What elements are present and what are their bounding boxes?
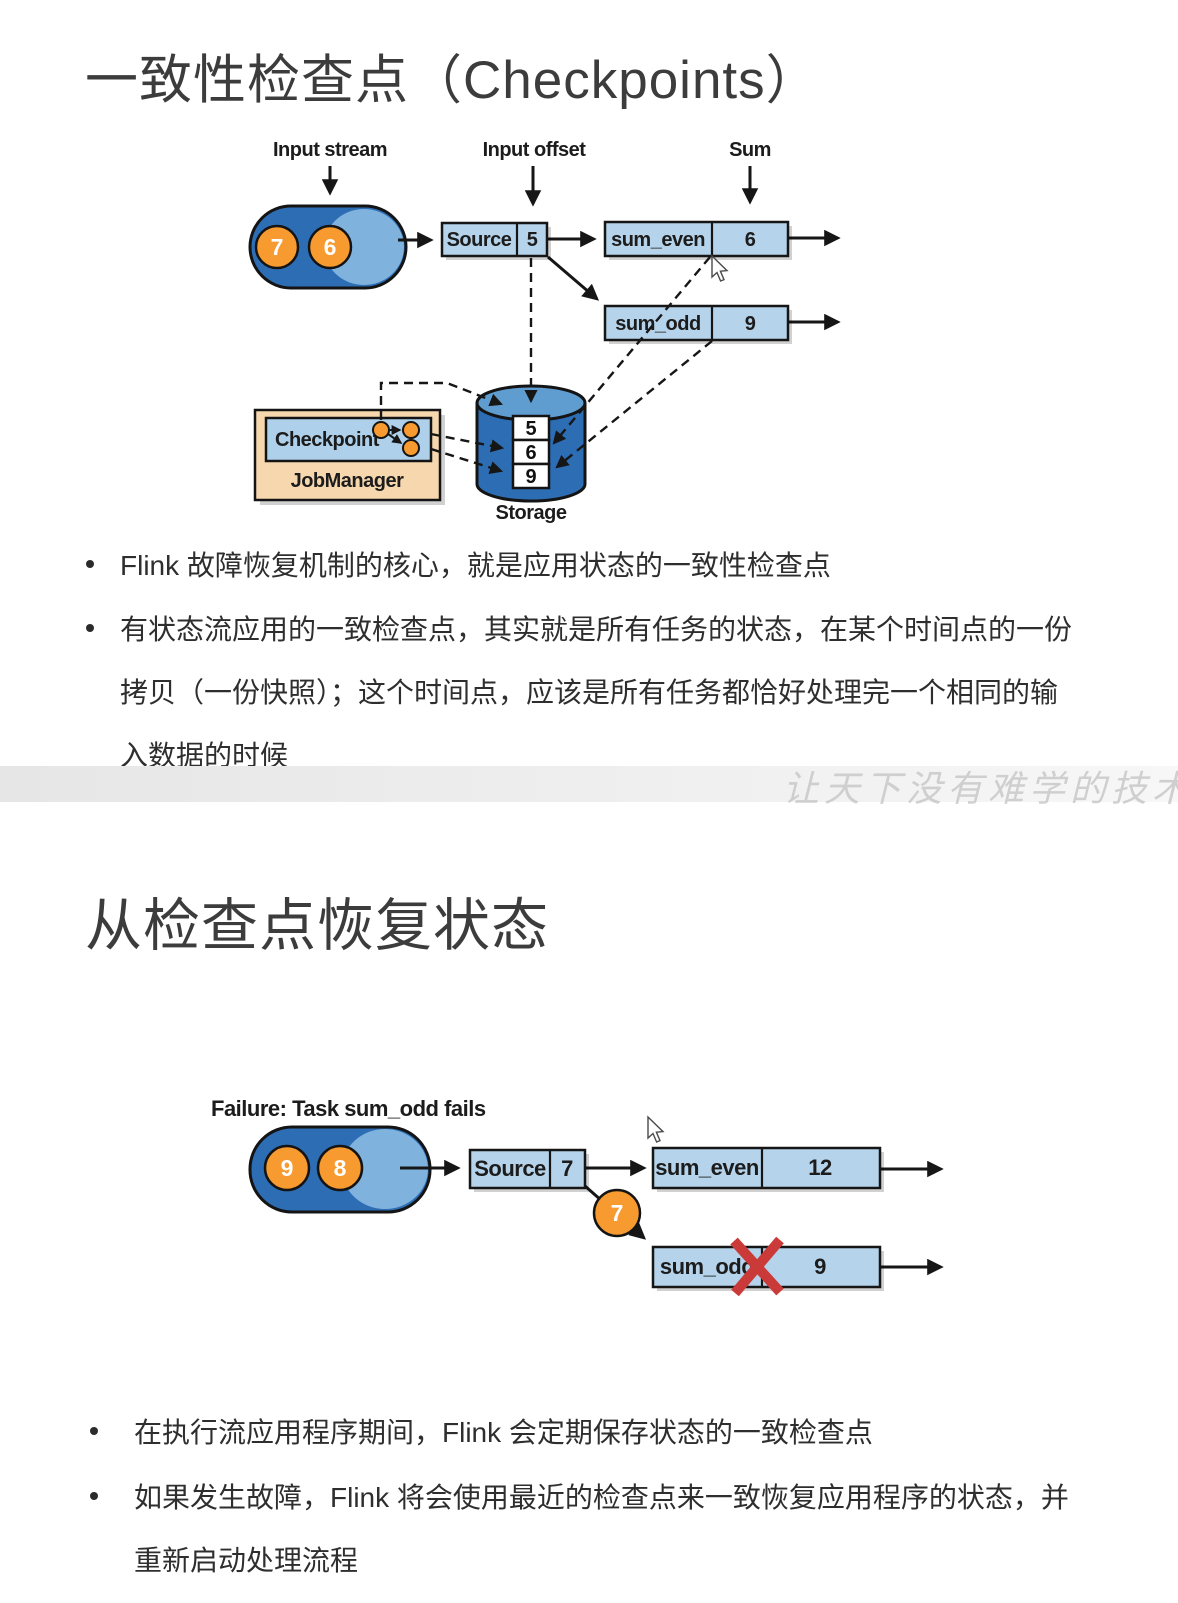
bullet-dot [86, 560, 94, 568]
cylinder-cap [342, 1129, 428, 1209]
svg-text:sum_odd: sum_odd [660, 1254, 754, 1279]
svg-text:7: 7 [611, 1200, 624, 1226]
bullet-line: 拷贝（一份快照）；这个时间点，应该是所有任务都恰好处理完一个相同的输 [120, 677, 1059, 708]
svg-text:6: 6 [525, 442, 536, 464]
stream-record-8 [316, 1144, 364, 1192]
input-offset-label: Input offset [483, 139, 587, 161]
bullet-dot [90, 1427, 98, 1435]
checkpoint-diagram: Input stream Input offset Sum 7 6 [248, 139, 841, 524]
svg-text:9: 9 [814, 1254, 826, 1279]
svg-text:sum_even: sum_even [655, 1155, 759, 1180]
source-task-box: Source 5 [440, 221, 551, 260]
svg-text:6: 6 [745, 229, 756, 251]
stream-record-9 [263, 1144, 311, 1192]
sum-label: Sum [729, 139, 771, 161]
failure-x-mark [730, 1236, 784, 1297]
bullet-dot [86, 624, 94, 632]
input-stream-label: Input stream [273, 139, 387, 161]
svg-text:12: 12 [808, 1155, 832, 1180]
annotation-arrows [321, 166, 759, 207]
bullet-line: 重新启动处理流程 [134, 1545, 359, 1576]
slide2-title: 从检查点恢复状态 [85, 894, 549, 958]
svg-text:9: 9 [525, 466, 536, 488]
checkpoint-label: Checkpoint [275, 429, 380, 451]
recovery-diagram: Failure: Task sum_odd fails 9 8 Source 7 [211, 1096, 944, 1297]
stream-record-7 [254, 224, 300, 270]
svg-text:Source: Source [447, 229, 512, 251]
storage-cells: 5 6 9 [511, 414, 551, 490]
storage-label: Storage [496, 502, 567, 524]
sum-even-task-box: sum_even 6 [603, 220, 792, 260]
svg-text:7: 7 [561, 1156, 573, 1181]
slide1-title: 一致性检查点（Checkpoints） [85, 51, 820, 110]
svg-text:sum_even: sum_even [611, 229, 705, 251]
svg-text:Source: Source [474, 1156, 546, 1181]
jobmanager-label: JobManager [291, 470, 405, 492]
source-task-box-2: Source 7 [468, 1148, 589, 1192]
mouse-cursor [647, 1115, 665, 1143]
checkpoint-dag [372, 421, 420, 457]
inflight-record: 7 [592, 1188, 642, 1238]
svg-text:sum_odd: sum_odd [615, 313, 700, 335]
bullet-line: 在执行流应用程序期间，Flink 会定期保存状态的一致检查点 [134, 1417, 873, 1448]
bullet-dot [90, 1492, 98, 1500]
svg-text:9: 9 [745, 313, 756, 335]
svg-text:5: 5 [525, 418, 536, 440]
svg-text:7: 7 [271, 234, 284, 260]
bullet-line: 如果发生故障，Flink 将会使用最近的检查点来一致恢复应用程序的状态，并 [134, 1482, 1069, 1513]
flow-arrows [398, 229, 841, 331]
bullet-line: 入数据的时候 [120, 740, 289, 771]
bullet-line: 有状态流应用的一致检查点，其实就是所有任务的状态，在某个时间点的一份 [120, 614, 1073, 645]
jobmanager-box: Checkpoint JobManager [253, 408, 445, 505]
slide-edge-band [0, 766, 1178, 802]
sum-even-task-box-2: sum_even 12 [651, 1146, 884, 1192]
sum-odd-task-box-2: sum_odd 9 [651, 1236, 884, 1297]
mouse-cursor [711, 254, 729, 282]
storage-cylinder: 5 6 9 Storage [475, 384, 587, 524]
stream-record-6 [307, 224, 353, 270]
cylinder-cap [324, 209, 404, 285]
svg-text:6: 6 [324, 234, 337, 260]
sum-odd-task-box: sum_odd 9 [603, 304, 792, 344]
checkpoint-dashed-links [379, 256, 713, 474]
bullet-line: Flink 故障恢复机制的核心，就是应用状态的一致性检查点 [120, 550, 831, 581]
failure-label: Failure: Task sum_odd fails [211, 1096, 486, 1121]
svg-text:5: 5 [527, 229, 538, 251]
svg-text:8: 8 [334, 1155, 347, 1181]
svg-text:9: 9 [281, 1155, 294, 1181]
input-stream-cylinder: 7 6 [248, 204, 408, 290]
watermark: 让天下没有难学的技术 [783, 769, 1178, 810]
input-stream-cylinder-2: 9 8 [248, 1125, 432, 1214]
